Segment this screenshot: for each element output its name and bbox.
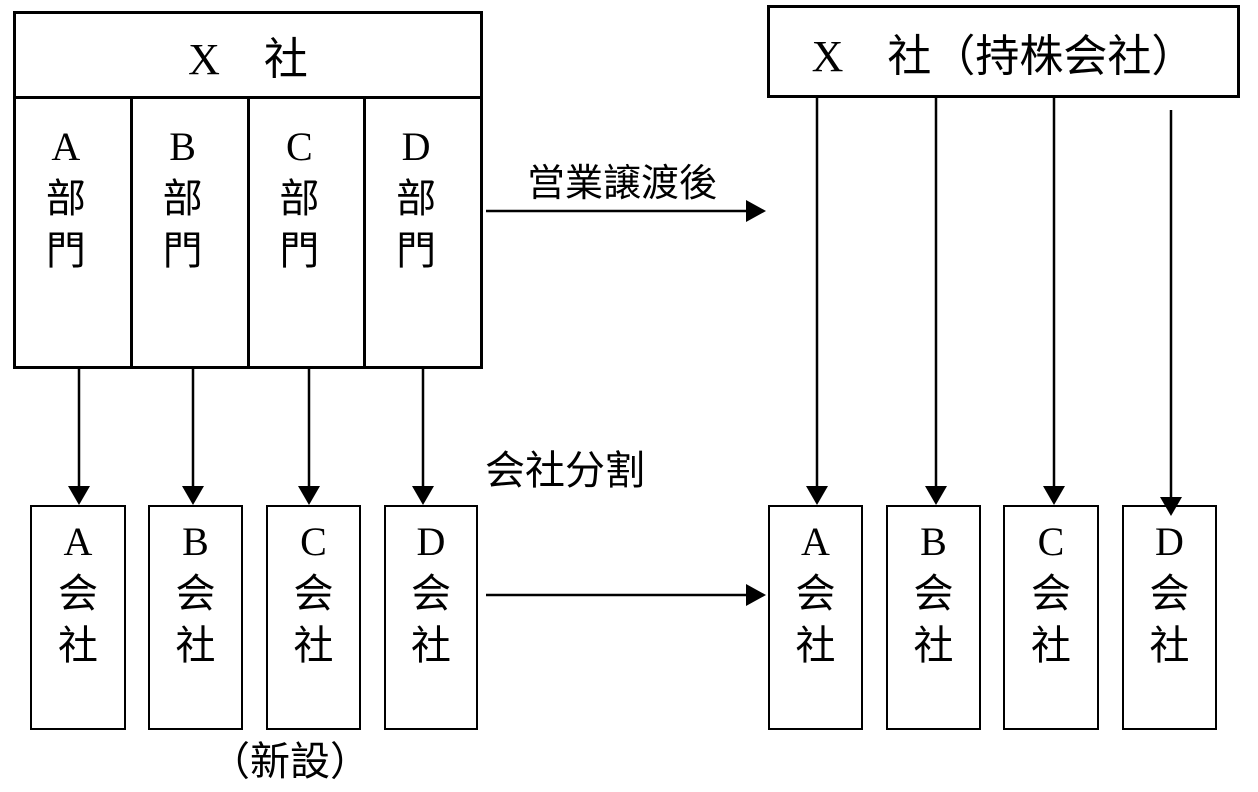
arrow-holding-to-company-a	[806, 98, 828, 505]
left-parent-company-title: X 社	[16, 14, 480, 99]
newly-established-note: （新設）	[210, 739, 370, 784]
arrow-holding-to-company-c	[1043, 98, 1065, 505]
arrow-dept-b-to-company-b	[182, 369, 204, 505]
left-company-d-box: D 会 社	[384, 505, 478, 730]
right-holding-company-title: X 社（持株会社）	[811, 31, 1196, 81]
department-a: A 部 門	[16, 99, 133, 366]
right-company-b-box: B 会 社	[886, 505, 981, 730]
right-company-a-box: A 会 社	[768, 505, 863, 730]
arrow-dept-a-to-company-a	[68, 369, 90, 505]
arrow-dept-d-to-company-d	[412, 369, 434, 505]
arrow-holding-to-company-d	[1160, 110, 1182, 516]
left-company-b-box: B 会 社	[148, 505, 243, 730]
business-transfer-label: 営業譲渡後	[526, 163, 717, 205]
right-company-c-box: C 会 社	[1003, 505, 1099, 730]
department-columns: A 部 門 B 部 門 C 部 門 D 部 門	[16, 99, 480, 366]
department-b: B 部 門	[133, 99, 250, 366]
left-company-c-box: C 会 社	[266, 505, 361, 730]
arrow-company-split	[486, 584, 766, 606]
right-holding-company-box: X 社（持株会社）	[767, 5, 1240, 98]
department-c: C 部 門	[250, 99, 367, 366]
right-company-d-box: D 会 社	[1122, 505, 1217, 730]
arrow-holding-to-company-b	[925, 98, 947, 505]
department-d: D 部 門	[396, 124, 437, 273]
left-parent-company-box: X 社 A 部 門 B 部 門 C 部 門 D 部 門	[13, 11, 483, 369]
company-split-label: 会社分割	[485, 448, 645, 493]
left-company-a-box: A 会 社	[30, 505, 126, 730]
arrow-dept-c-to-company-c	[298, 369, 320, 505]
